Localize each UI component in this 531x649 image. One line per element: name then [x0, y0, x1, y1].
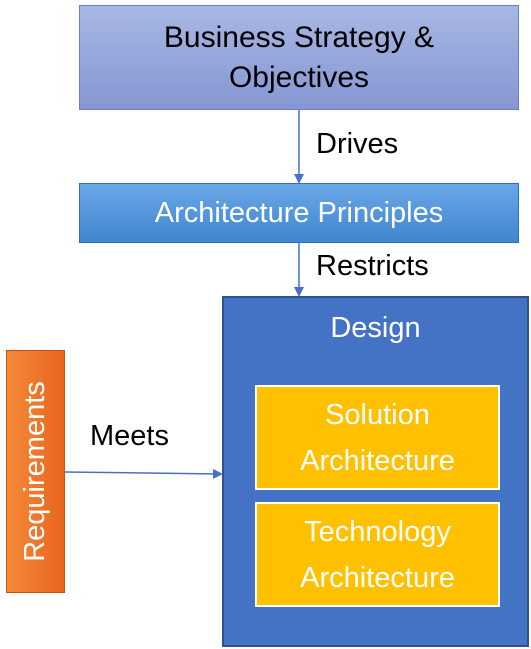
- architecture-principles-label: Architecture Principles: [154, 196, 444, 229]
- design-box: Design Solution Architecture Technology …: [222, 296, 529, 647]
- business-strategy-box: Business Strategy & Objectives: [79, 5, 519, 110]
- requirements-label: Requirements: [19, 381, 51, 562]
- meets-arrow: [64, 468, 223, 479]
- design-title: Design: [330, 312, 421, 344]
- drives-label: Drives: [316, 128, 399, 160]
- solution-architecture-line2: Architecture: [300, 444, 455, 477]
- business-strategy-line1: Business Strategy &: [163, 20, 435, 54]
- technology-architecture-box: Technology Architecture: [255, 502, 500, 607]
- solution-architecture-line1: Solution: [325, 398, 430, 431]
- technology-architecture-line1: Technology: [304, 515, 451, 548]
- business-strategy-line2: Objectives: [228, 60, 370, 94]
- technology-architecture-line2: Architecture: [300, 561, 455, 594]
- restricts-label: Restricts: [316, 250, 429, 282]
- requirements-box: Requirements: [6, 350, 65, 593]
- solution-architecture-box: Solution Architecture: [255, 385, 500, 490]
- architecture-principles-box: Architecture Principles: [79, 183, 519, 243]
- meets-label: Meets: [90, 420, 169, 452]
